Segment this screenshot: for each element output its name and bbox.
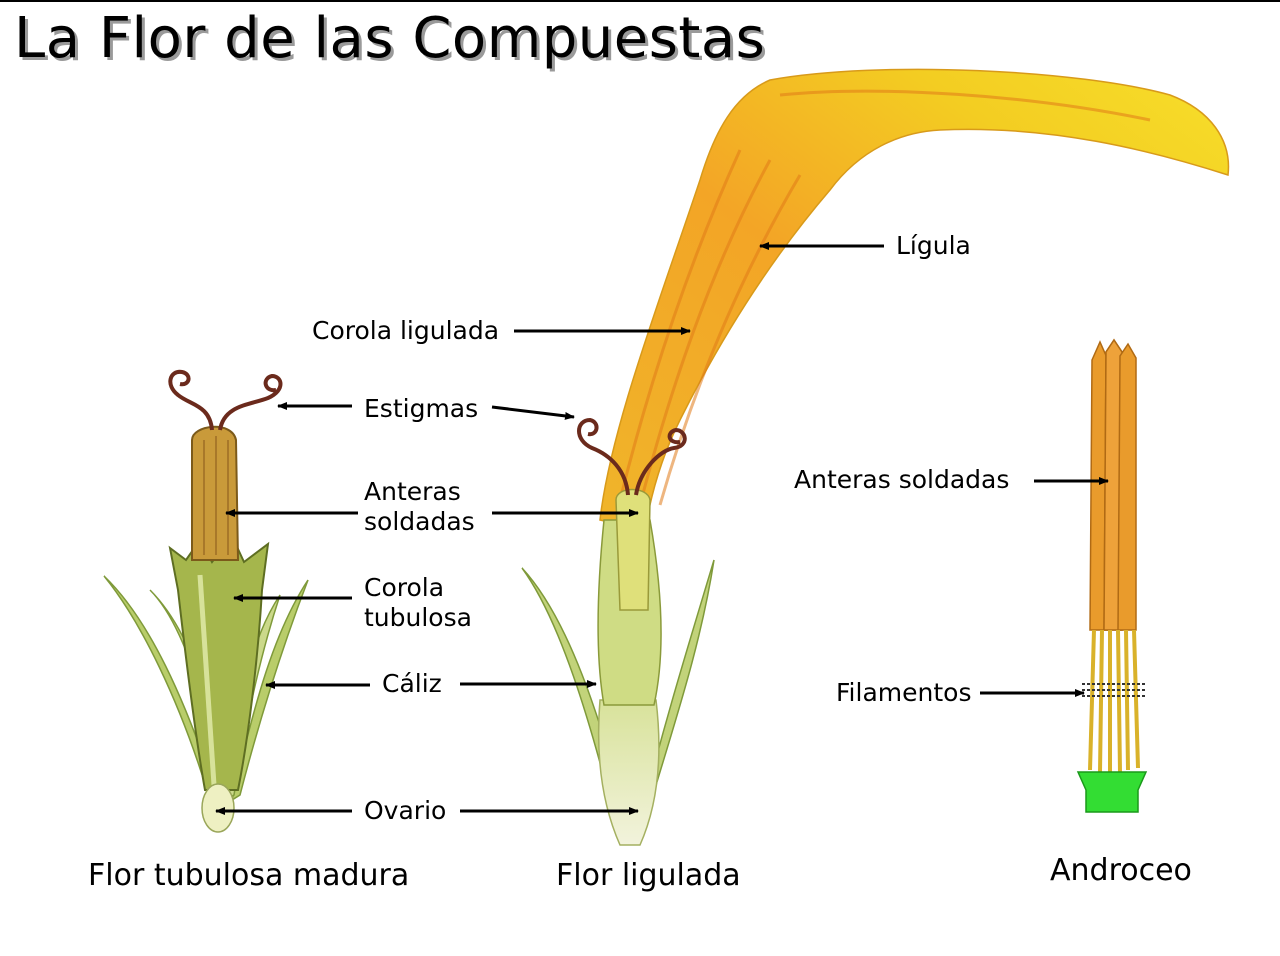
label-corola-tubulosa: Corola tubulosa xyxy=(364,573,472,632)
caption-flor-ligulada: Flor ligulada xyxy=(556,858,741,893)
label-caliz: Cáliz xyxy=(382,669,442,698)
caption-androceo: Androceo xyxy=(1050,853,1192,888)
label-arrows xyxy=(215,242,1109,815)
label-ovario: Ovario xyxy=(364,796,447,825)
label-estigmas: Estigmas xyxy=(364,394,479,423)
label-corola-ligulada: Corola ligulada xyxy=(312,316,500,345)
top-border-line xyxy=(0,0,1280,2)
label-anteras-soldadas-center: Anteras soldadas xyxy=(364,477,475,536)
caption-flor-tubulosa: Flor tubulosa madura xyxy=(88,858,410,893)
page-title: La Flor de las Compuestas xyxy=(14,6,766,71)
androceo-illustration xyxy=(1076,338,1148,813)
flor-tubulosa-illustration xyxy=(103,369,309,833)
label-ligula: Lígula xyxy=(896,231,971,260)
label-filamentos: Filamentos xyxy=(836,678,972,707)
flor-ligulada-illustration xyxy=(521,68,1230,846)
label-anteras-soldadas-right: Anteras soldadas xyxy=(794,465,1010,494)
